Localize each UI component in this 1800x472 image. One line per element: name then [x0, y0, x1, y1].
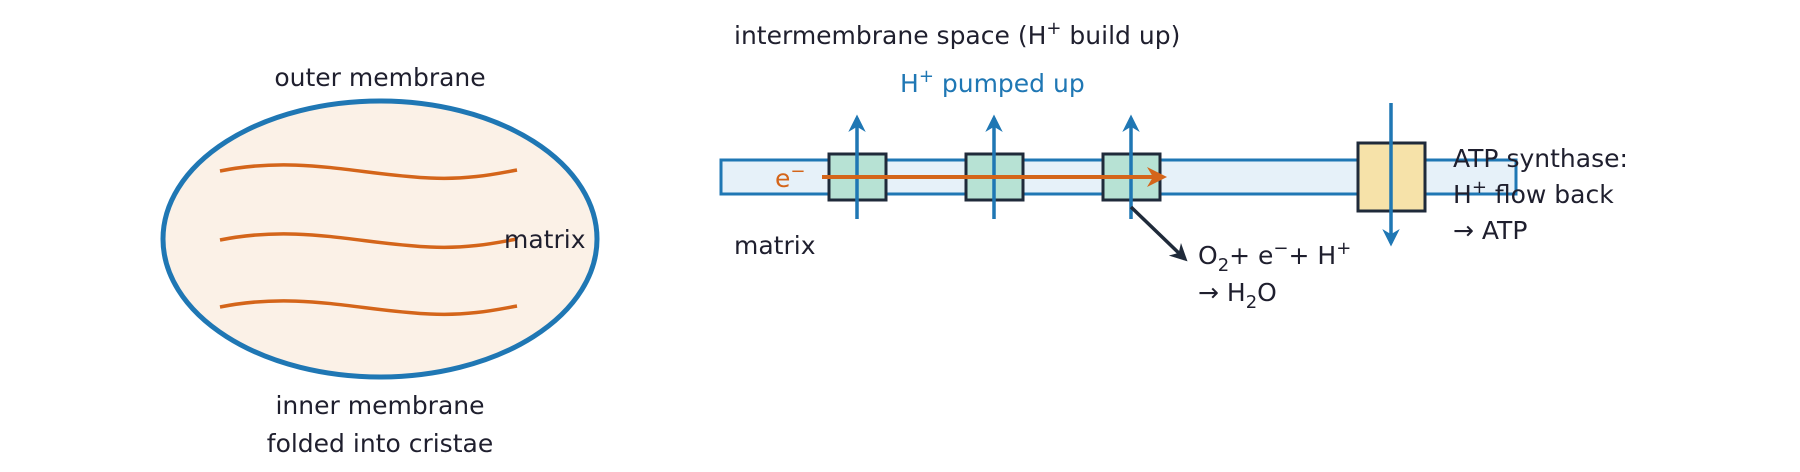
intermembrane-space-label: intermembrane space (H+ build up): [734, 18, 1180, 50]
mitochondrion: outer membrane matrix inner membrane fol…: [160, 63, 600, 458]
etc-matrix-label: matrix: [734, 231, 816, 260]
electron-label: e−: [775, 161, 805, 193]
oxygen-reaction-line1: O2+ e−+ H+: [1198, 238, 1351, 276]
atp-synthase-label-line2: H+ flow back: [1453, 177, 1614, 209]
crista-2: [219, 232, 518, 250]
atp-synthase-label-line1: ATP synthase:: [1453, 144, 1628, 173]
h-pumped-up-label: H+ pumped up: [900, 66, 1085, 98]
electron-transport-chain: intermembrane space (H+ build up) H+ pum…: [719, 18, 1628, 313]
oxygen-reduction-arrow: [1129, 205, 1188, 262]
outer-membrane-ellipse: [160, 98, 600, 380]
atp-synthase-label-line3: → ATP: [1453, 216, 1527, 245]
crista-1: [219, 163, 518, 181]
outer-membrane-label: outer membrane: [274, 63, 485, 92]
oxygen-reaction-line2: → H2O: [1198, 278, 1277, 313]
inner-membrane-label-line1: inner membrane: [275, 391, 484, 420]
inner-membrane-label-line2: folded into cristae: [267, 429, 493, 458]
crista-3: [219, 299, 518, 317]
mitochondrion-matrix-label: matrix: [504, 225, 586, 254]
